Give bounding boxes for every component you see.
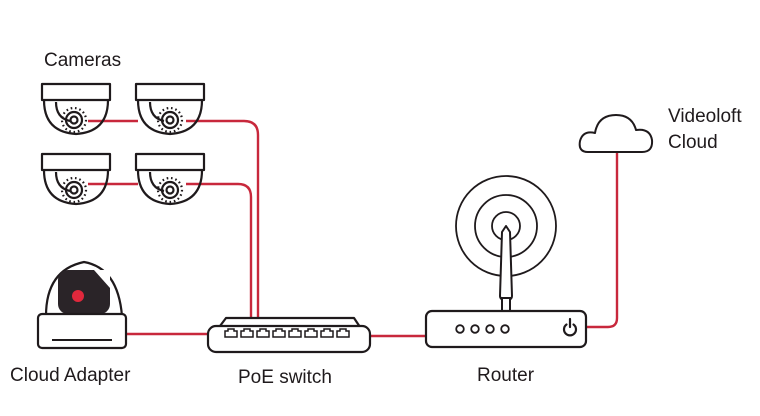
- link-bottom-cams-switch: [186, 182, 253, 318]
- videoloft-label: Videoloft: [668, 106, 742, 127]
- link-top-cams-switch: [186, 119, 260, 318]
- camera-icon: [40, 152, 112, 206]
- camera-icon: [134, 152, 206, 206]
- power-icon: [562, 317, 578, 337]
- connection-lines: [88, 119, 619, 338]
- router-icon: [424, 175, 588, 349]
- cloud-adapter-icon: [36, 260, 128, 350]
- router-label: Router: [477, 365, 535, 386]
- cloud-icon: [578, 114, 654, 153]
- camera-icon: [40, 82, 112, 136]
- cloud-adapter-label: Cloud Adapter: [10, 365, 131, 386]
- poe-switch-icon: [206, 316, 372, 354]
- camera-icon: [134, 82, 206, 136]
- cloud-label: Cloud: [668, 132, 718, 153]
- link-router-cloud: [586, 140, 619, 329]
- cameras-label: Cameras: [44, 50, 122, 71]
- poe-switch-label: PoE switch: [238, 367, 332, 388]
